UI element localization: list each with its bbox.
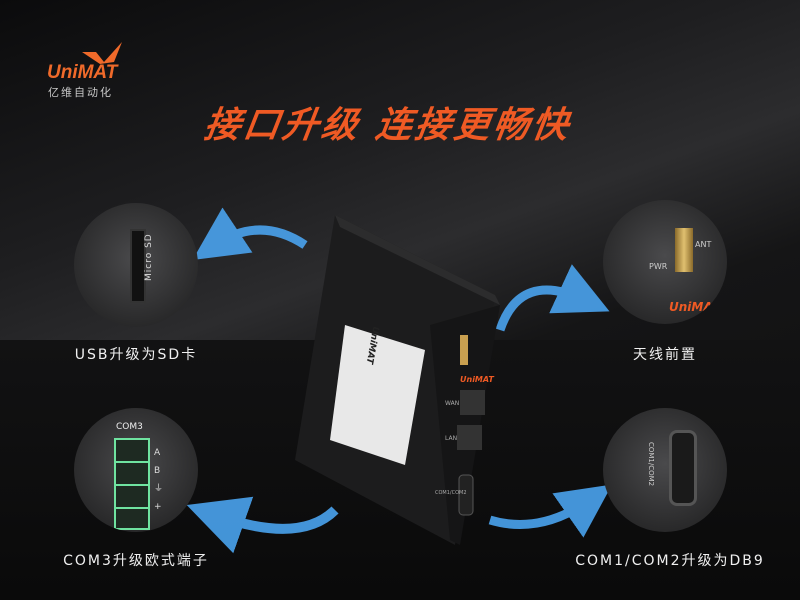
arrow-sd-icon [192,207,308,260]
db9-detail: COM1/COM2 [603,408,727,532]
caption-antenna: 天线前置 [633,347,697,363]
sd-card-detail: Micro SD [74,203,198,327]
antenna-connector-icon [675,228,693,272]
terminal-block-icon [114,438,150,530]
com-label: COM1/COM2 [435,490,467,496]
device-front-brand: UniMAT [460,375,494,384]
caption-db9: COM1/COM2升级为DB9 [575,553,765,569]
device: UniMAT UniMAT WAN LAN COM1/COM2 [295,215,505,545]
sd-slot-icon [130,229,146,303]
device-body [295,215,500,545]
sd-label: Micro SD [144,233,154,281]
logo-brand: UniMAT [47,62,118,83]
device-brand-label: UniMAT [669,300,720,314]
pwr-label: PWR [649,262,668,271]
arrow-antenna-icon [495,264,610,332]
caption-com3: COM3升级欧式端子 [63,553,209,569]
logo-mark-icon [82,42,122,64]
db9-label: COM1/COM2 [647,442,655,487]
com3-label: COM3 [116,422,143,432]
db9-connector-icon [669,430,697,506]
arrow-db9-icon [488,484,613,538]
logo-subtitle: 亿维自动化 [48,86,113,99]
antenna-detail: PWR ANT UniMAT [603,200,727,324]
wan-label: WAN [445,400,460,407]
lan-label: LAN [445,435,458,442]
arrow-com3-icon [186,496,339,554]
caption-sd: USB升级为SD卡 [74,347,198,363]
ant-label: ANT [695,240,712,249]
